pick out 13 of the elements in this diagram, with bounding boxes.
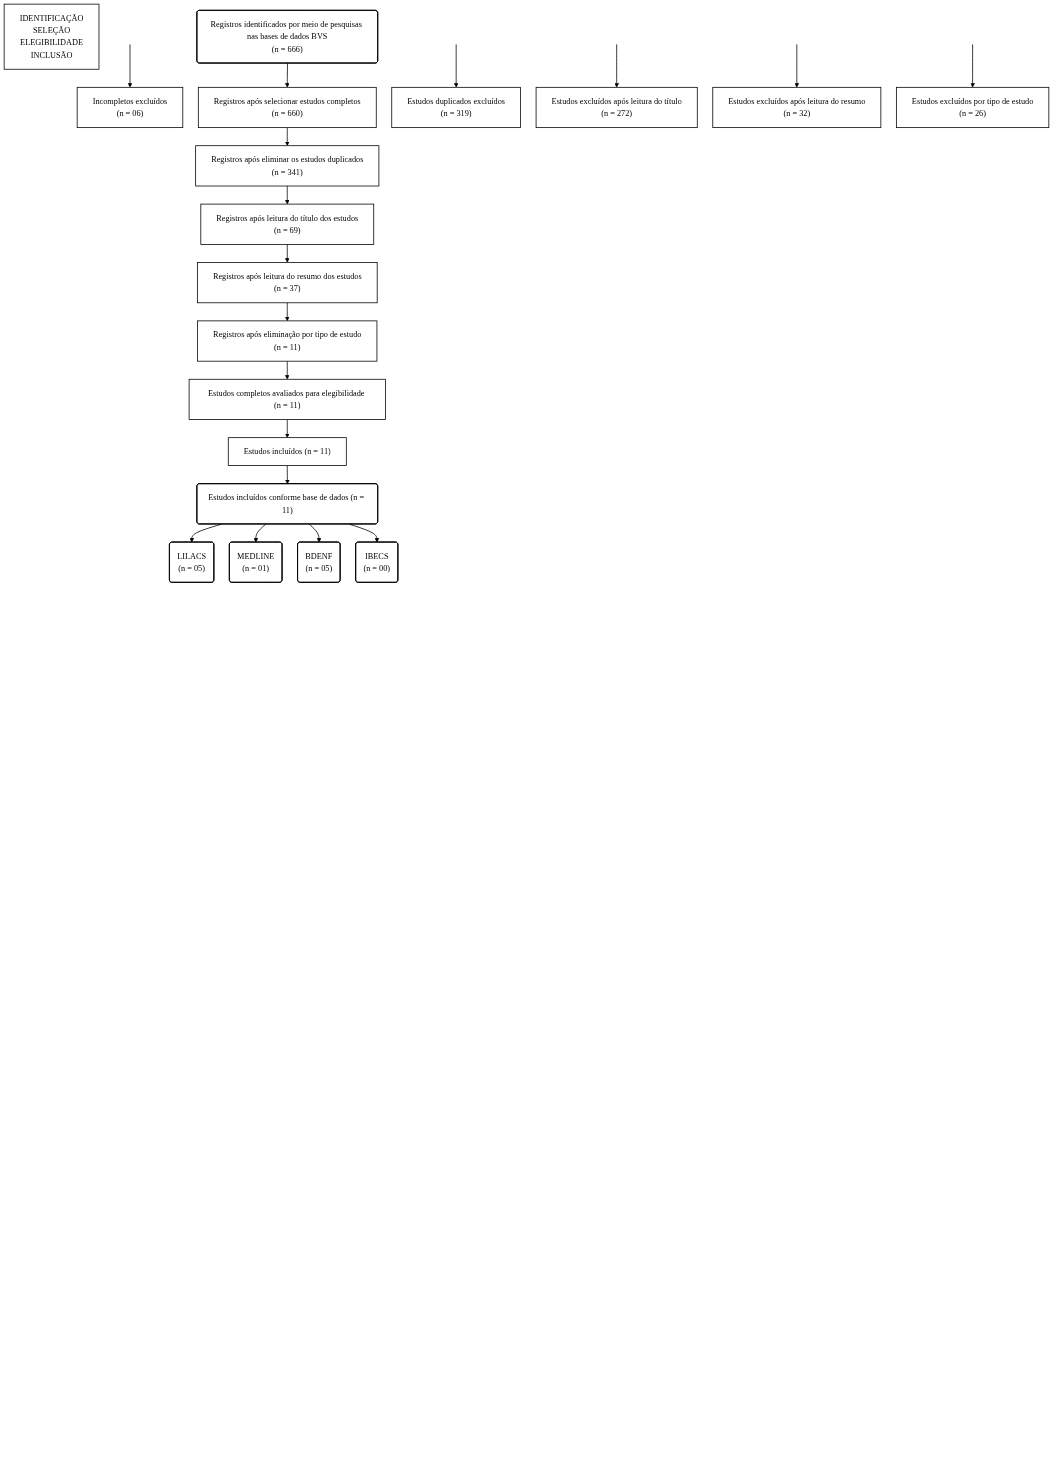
node-box: Estudos completos avaliados para elegibilidade (n = 11) — [188, 378, 386, 420]
node-box: Registros após selecionar estudos completos (n = 660) — [197, 86, 377, 128]
node-box: Estudos excluídos por tipo de estudo (n = 26) — [895, 86, 1050, 128]
node-box: Estudos excluídos após leitura do título (n = 272) — [535, 86, 698, 128]
node-box: IDENTIFICAÇÃO SELEÇÃO ELEGIBILIDADE INCLUSÃO — [3, 3, 100, 70]
node-box: Estudos incluídos (n = 11) — [227, 437, 347, 466]
node-box: Registros após leitura do resumo dos estudos (n = 37) — [197, 262, 378, 304]
node-box: Registros após eliminação por tipo de estudo (n = 11) — [197, 320, 378, 362]
node-box: Incompletos excluídos (n = 06) — [76, 86, 184, 128]
node-box: Estudos duplicados excluídos (n = 319) — [391, 86, 521, 128]
node-box: Estudos excluídos após leitura do resumo (n = 32) — [712, 86, 882, 128]
node-box: Registros após leitura do título dos estudos (n = 69) — [200, 203, 375, 245]
node-box: Registros após eliminar os estudos duplicados (n = 341) — [195, 145, 380, 187]
